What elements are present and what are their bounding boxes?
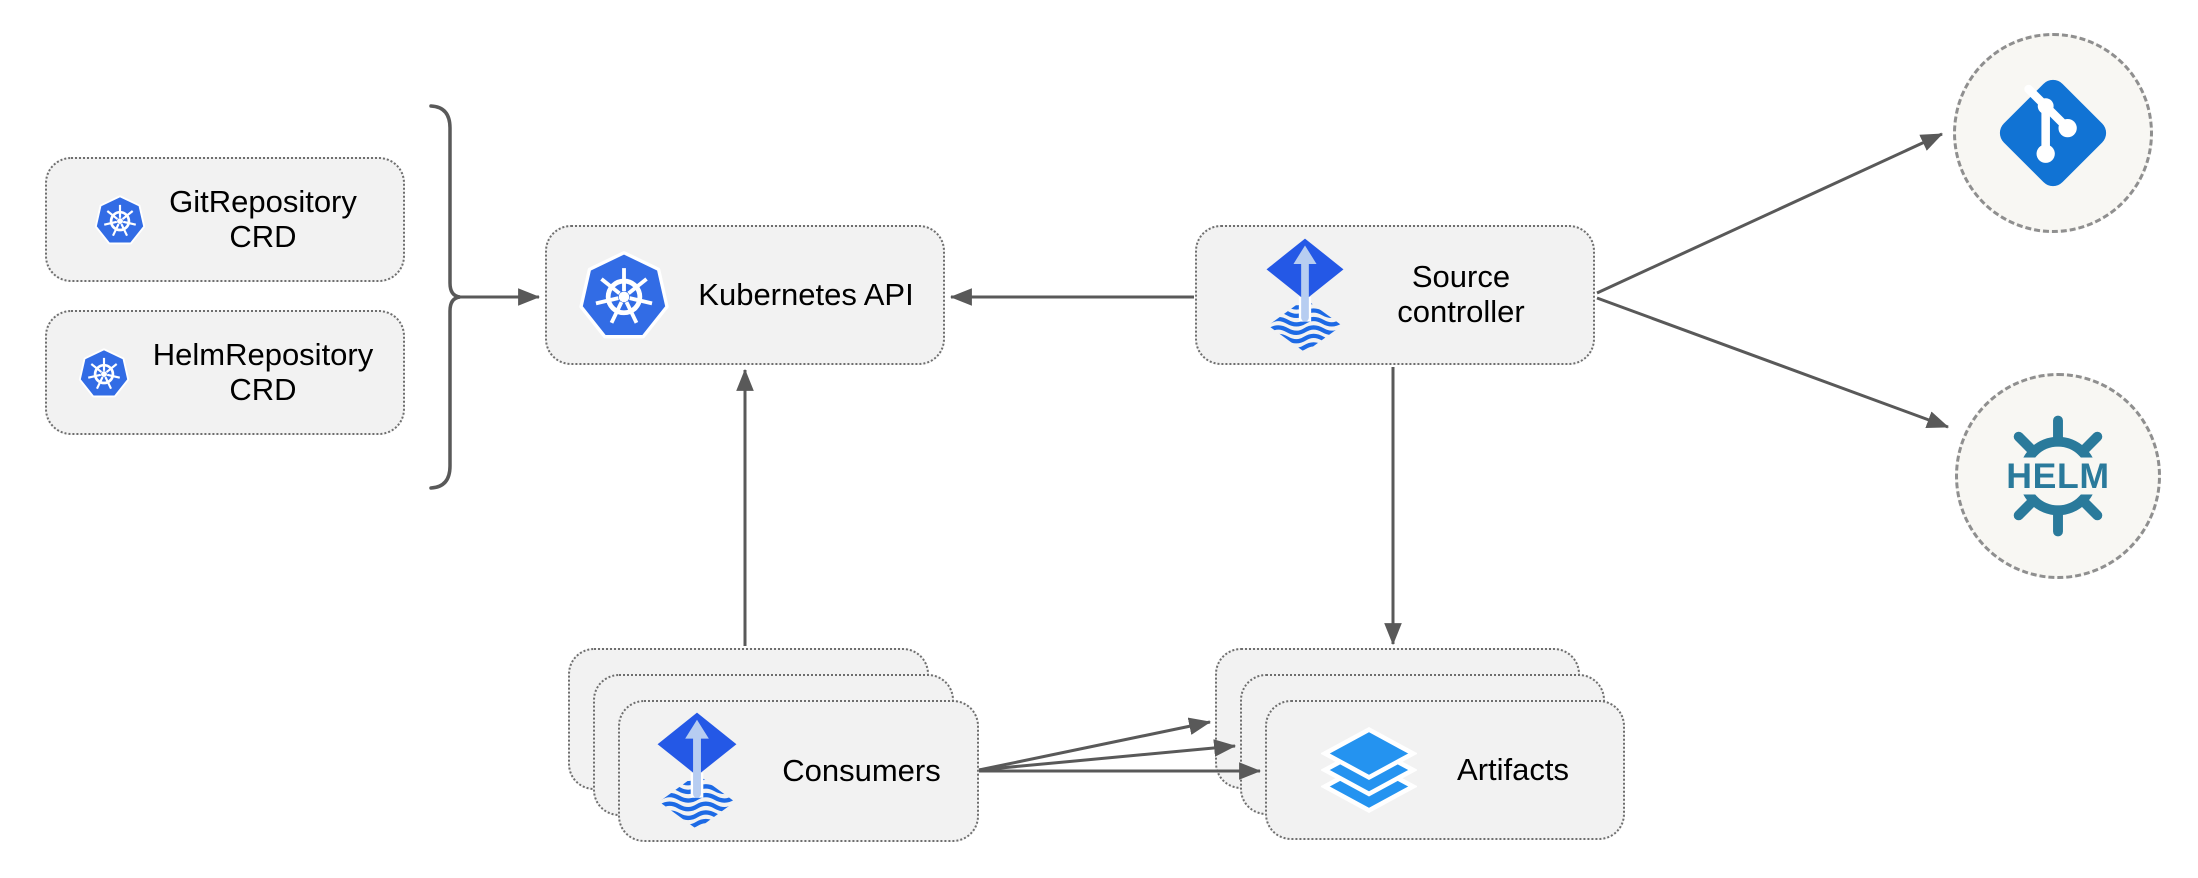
helm-logo-text: HELM [2006, 456, 2110, 496]
helmrepository-crd-node: HelmRepository CRD [45, 310, 405, 435]
flux-source-icon [1265, 237, 1345, 354]
crd-group-bracket [429, 104, 461, 490]
kubernetes-icon [576, 247, 672, 343]
source-controller-label: Source controller [1397, 259, 1525, 329]
git-icon [1999, 79, 2107, 187]
artifacts-node: Artifacts [1265, 700, 1625, 840]
source-controller-node: Source controller [1195, 225, 1595, 365]
flux-source-icon [656, 711, 738, 831]
artifacts-label: Artifacts [1457, 751, 1569, 787]
arrow-consumers-to-artifacts-1 [978, 717, 1212, 772]
helm-icon: HELM [1994, 415, 2122, 537]
git-endpoint-circle [1953, 33, 2153, 233]
kubernetes-icon [77, 346, 131, 400]
gitrepository-crd-label: GitRepository CRD [169, 183, 357, 254]
kubernetes-api-label: Kubernetes API [698, 276, 914, 312]
consumers-label: Consumers [782, 752, 941, 788]
arrow-source-to-git [1596, 132, 1943, 295]
helm-endpoint-circle: HELM [1955, 373, 2161, 579]
kubernetes-api-node: Kubernetes API [545, 225, 945, 365]
arrow-source-to-helm [1596, 296, 1950, 429]
arrow-consumers-to-artifacts-2 [978, 739, 1237, 772]
consumers-node: Consumers [618, 700, 979, 842]
gitrepository-crd-node: GitRepository CRD [45, 157, 405, 282]
kubernetes-icon [93, 193, 147, 247]
artifacts-layers-icon [1321, 726, 1417, 814]
helmrepository-crd-label: HelmRepository CRD [152, 336, 374, 407]
